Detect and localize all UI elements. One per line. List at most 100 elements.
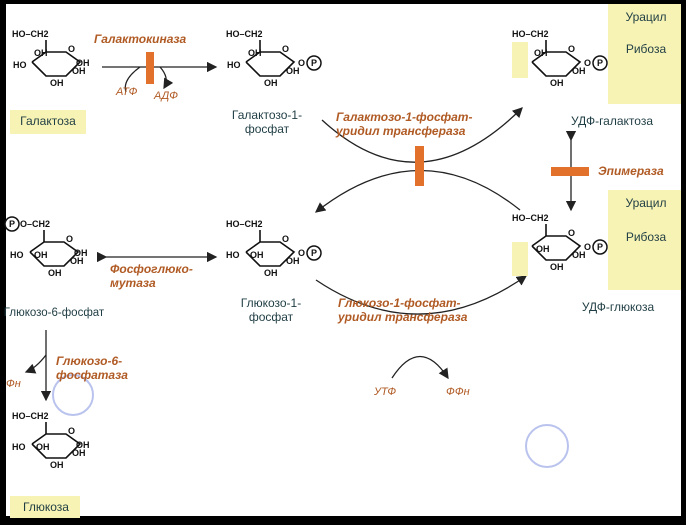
c1-oxygen: O	[584, 58, 591, 68]
cursor-ring	[52, 374, 94, 416]
c1-oxygen: O	[298, 248, 305, 258]
pyranose-ring	[31, 433, 82, 459]
glucose-6p-structure-p6	[4, 216, 20, 232]
glucose-label: Глюкоза	[23, 500, 69, 514]
c3-oh: OH	[536, 244, 550, 254]
glucose-6-phosphate-label: Глюкозо-6-фосфат	[3, 307, 105, 319]
c2-oh: OH	[264, 268, 278, 278]
glc1p-to-udpglc-arc	[315, 275, 528, 315]
atp-label: АТФ	[116, 86, 138, 98]
galactose-highlight	[10, 110, 86, 134]
glucose-1p-structure-p1-letter: P	[311, 248, 317, 258]
udp-galactose-structure-p1-letter: P	[597, 58, 603, 68]
c1-oh: OH	[74, 248, 88, 258]
c2-oh: OH	[550, 262, 564, 272]
c1-oh-lower: OH	[572, 250, 586, 260]
uracil-label-1: Урацил	[625, 10, 667, 24]
c3-oh: OH	[36, 442, 50, 452]
c1-oh-lower: OH	[286, 66, 300, 76]
glucose-1-phosphate-label: Глюкозо-1- фосфат	[240, 296, 302, 324]
galactose-1-phosphate-label: Галактозо-1- фосфат	[231, 108, 303, 136]
pyranose-ring	[531, 51, 582, 77]
udp-glc-c4-highlight	[512, 242, 528, 276]
glc1p-uridyltransferase-label: Глюкозо-1-фосфат- уридил трансфераза	[338, 296, 468, 324]
pyranose-ring	[31, 51, 82, 77]
ring-oxygen: O	[68, 426, 75, 436]
c2-oh: OH	[48, 268, 62, 278]
adp-branch	[159, 66, 174, 90]
c2-oh: OH	[550, 78, 564, 88]
c1-oh-lower: OH	[72, 448, 86, 458]
uracil-label-2: Урацил	[625, 196, 667, 210]
utp-label: УТФ	[374, 386, 397, 398]
udp-glc-nucleotide-highlight	[608, 190, 681, 290]
cursor-ring	[525, 424, 569, 468]
c1-oh-lower: OH	[286, 256, 300, 266]
pyranose-ring	[245, 51, 296, 77]
udp-glucose-structure-p1	[592, 239, 608, 255]
ch2-label: HO–CH2	[226, 29, 263, 39]
glucose-6p-structure-p6-letter: P	[9, 219, 15, 229]
ch2-label: HO–CH2	[512, 29, 549, 39]
galactokinase-label: Галактокиназа	[94, 32, 187, 46]
c2-oh: OH	[50, 78, 64, 88]
adp-label: АДФ	[154, 90, 178, 102]
atp-branch	[124, 66, 141, 93]
pyranose-ring	[29, 241, 80, 267]
ch2-label: HO–CH2	[226, 219, 263, 229]
pyranose-ring	[245, 241, 296, 267]
diagram-background	[6, 4, 681, 516]
pi-label: Фн	[6, 378, 21, 390]
ch2-label: O–CH2	[20, 219, 50, 229]
ring-oxygen: O	[66, 234, 73, 244]
c1-oh-lower: OH	[72, 66, 86, 76]
epimerase-bar	[551, 167, 589, 176]
udp-glucose-structure-p1-letter: P	[597, 242, 603, 252]
c1-oh: OH	[76, 58, 90, 68]
ch2-label: HO–CH2	[12, 411, 49, 421]
c4-oh-up: OH	[534, 48, 548, 58]
glc6-phosphatase-label: Глюкозо-6- фосфатаза	[56, 354, 128, 382]
c1-oh-lower: OH	[70, 256, 84, 266]
udp-glucose-label: УДФ-глюкоза	[581, 300, 655, 314]
udp-galactose-structure-p1	[592, 55, 608, 71]
c4-substituent: HO	[13, 60, 27, 70]
glucose-highlight	[10, 496, 80, 518]
c4-substituent: HO	[227, 60, 241, 70]
galactose-1p-structure-p1-letter: P	[311, 58, 317, 68]
udp-gal-nucleotide-highlight	[608, 4, 681, 104]
galactose-1p-structure-p1	[306, 55, 322, 71]
ring-oxygen: O	[68, 44, 75, 54]
c2-oh: OH	[264, 78, 278, 88]
c3-oh: OH	[250, 250, 264, 260]
ring-oxygen: O	[568, 228, 575, 238]
ch2-label: HO–CH2	[512, 213, 549, 223]
ring-oxygen: O	[282, 44, 289, 54]
epimerase-label: Эпимераза	[598, 164, 664, 178]
udp-galactose-label: УДФ-галактоза	[571, 114, 653, 128]
udp-gal-c4-highlight	[512, 42, 528, 78]
glucose-1p-structure-p1	[306, 245, 322, 261]
c4-oh-up: OH	[248, 48, 262, 58]
c4-ho: HO	[12, 442, 26, 452]
c1-oxygen: O	[298, 58, 305, 68]
ribose-label-2: Рибоза	[625, 230, 667, 244]
galactose-label: Галактоза	[20, 114, 76, 128]
c4-ho: HO	[10, 250, 24, 260]
c1-oh-lower: OH	[572, 66, 586, 76]
ring-oxygen: O	[568, 44, 575, 54]
pyranose-ring	[531, 235, 582, 261]
c4-ho: HO	[226, 250, 240, 260]
c4-oh-up: OH	[34, 48, 48, 58]
utp-ppi-branch	[391, 355, 449, 380]
ppi-label: ФФн	[446, 386, 470, 398]
transferase-block	[415, 146, 424, 186]
c3-oh: OH	[34, 250, 48, 260]
